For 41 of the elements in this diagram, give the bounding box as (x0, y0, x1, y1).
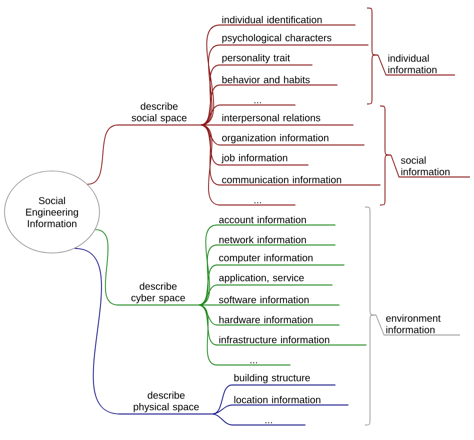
branch-line (198, 304, 218, 326)
branch-line (212, 404, 232, 414)
branch-line (200, 124, 220, 146)
branch-topic: describe cyber space (118, 282, 199, 306)
leaf-topic: ... (220, 102, 296, 106)
group-label: environment information (386, 314, 441, 334)
group-label: social information (400, 156, 450, 176)
leaf-topic: ... (232, 422, 306, 426)
group-label: individual information (388, 54, 436, 74)
leaf-topic: ... (220, 202, 296, 206)
branch-line (200, 124, 220, 206)
branch-line (212, 384, 232, 414)
leaf-topic: hardware information (216, 316, 340, 326)
branch-line (200, 104, 220, 126)
leaf-topic: application, service (216, 274, 333, 286)
leaf-topic: computer information (216, 254, 345, 266)
branch-line (212, 414, 232, 426)
branch-line (200, 124, 220, 186)
leaf-topic: software information (216, 296, 340, 306)
leaf-topic: building structure (232, 374, 336, 386)
leaf-topic: account information (216, 216, 336, 226)
leaf-topic: organization information (220, 134, 365, 146)
leaf-topic: personality trait (220, 54, 313, 66)
leaf-topic: ... (216, 362, 291, 366)
leaf-topic: behavior and habits (220, 76, 338, 86)
branch-line (94, 229, 118, 306)
leaf-topic: location information (232, 396, 349, 406)
branch-line (198, 284, 218, 306)
branch-line (87, 124, 118, 185)
leaf-topic: network information (216, 236, 336, 246)
leaf-topic: interpersonal relations (220, 114, 354, 126)
branch-topic: describe social space (118, 102, 201, 126)
leaf-topic: communication information (220, 176, 381, 186)
branch-line (74, 248, 120, 414)
branch-topic: describe physical space (120, 391, 213, 414)
branch-line (198, 304, 218, 306)
leaf-topic: infrastructure information (216, 336, 367, 346)
branch-line (198, 304, 218, 366)
leaf-topic: individual identification (220, 16, 356, 26)
leaf-topic: psychological characters (220, 34, 369, 46)
leaf-topic: job information (220, 154, 309, 166)
